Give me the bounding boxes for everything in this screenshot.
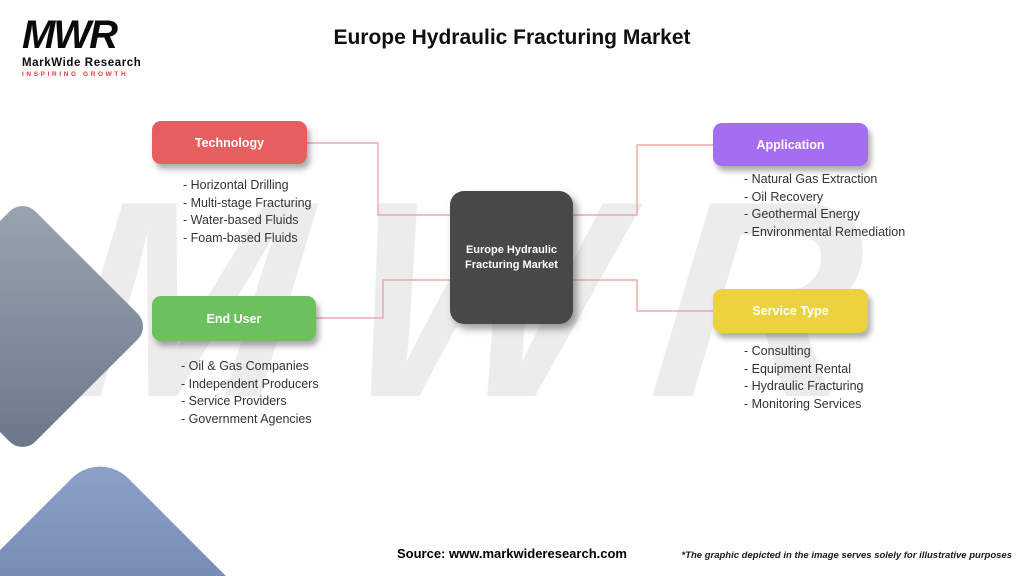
technology-box: Technology: [152, 121, 307, 164]
connector-application: [573, 144, 713, 216]
list-item: - Independent Producers: [181, 376, 319, 391]
connector-technology: [307, 142, 450, 216]
technology-label: Technology: [194, 135, 265, 150]
technology-list: - Horizontal Drilling - Multi-stage Frac…: [183, 177, 312, 247]
service-type-list: - Consulting - Equipment Rental - Hydrau…: [744, 343, 863, 413]
application-label: Application: [756, 137, 825, 152]
application-list: - Natural Gas Extraction - Oil Recovery …: [744, 171, 905, 241]
disclaimer-text: *The graphic depicted in the image serve…: [681, 550, 1013, 561]
list-item: - Oil Recovery: [744, 189, 824, 204]
logo-tagline: Inspiring Growth: [22, 71, 129, 78]
list-item: - Hydraulic Fracturing: [744, 379, 864, 393]
application-box: Application: [713, 123, 868, 166]
logo-company-name: MarkWide Research: [22, 57, 142, 69]
connector-service-type: [573, 279, 713, 312]
list-item: - Horizontal Drilling: [183, 178, 289, 192]
center-node: Europe Hydraulic Fracturing Market: [450, 191, 573, 324]
list-item: - Foam-based Fluids: [183, 230, 298, 245]
end-user-list: - Oil & Gas Companies - Independent Prod…: [181, 358, 319, 428]
list-item: - Consulting: [744, 344, 811, 358]
page-title: Europe Hydraulic Fracturing Market: [333, 26, 691, 49]
list-item: - Environmental Remediation: [744, 224, 906, 239]
center-label: Europe Hydraulic Fracturing Market: [465, 243, 558, 271]
list-item: - Oil & Gas Companies: [181, 359, 309, 373]
service-type-box: Service Type: [713, 289, 868, 333]
logo: MWR MarkWide Research Inspiring Growth: [22, 14, 141, 78]
list-item: - Service Providers: [181, 394, 287, 408]
list-item: - Multi-stage Fracturing: [183, 195, 312, 210]
end-user-label: End User: [206, 311, 262, 326]
service-type-label: Service Type: [752, 304, 829, 318]
list-item: - Geothermal Energy: [744, 207, 861, 221]
list-item: - Monitoring Services: [744, 396, 862, 411]
logo-mwr-mark: MWR: [22, 13, 118, 57]
list-item: - Equipment Rental: [744, 361, 852, 376]
list-item: - Water-based Fluids: [183, 213, 299, 227]
list-item: - Natural Gas Extraction: [744, 172, 878, 186]
connector-end-user: [316, 279, 450, 319]
end-user-box: End User: [152, 296, 316, 341]
list-item: - Government Agencies: [181, 411, 312, 426]
source-text: Source: www.markwideresearch.com: [396, 546, 627, 561]
